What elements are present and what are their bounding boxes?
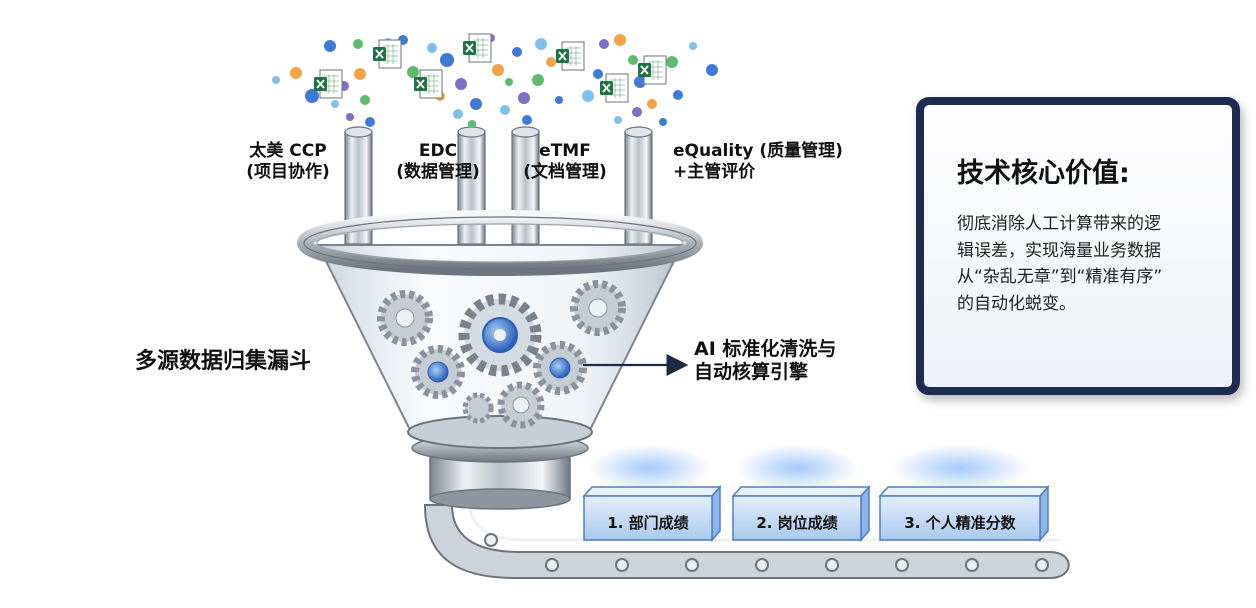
excel-file-icon — [600, 73, 629, 103]
gear-icon — [377, 290, 433, 346]
excel-file-icon — [556, 41, 585, 71]
output-box-individual — [878, 485, 1050, 542]
gear-icon — [570, 280, 626, 336]
value-card-title: 技术核心价值: — [957, 158, 1130, 189]
source-label-edc: EDC (数据管理) — [378, 141, 498, 182]
gear-icon — [533, 341, 587, 395]
gear-icon — [497, 381, 545, 429]
gears — [377, 280, 626, 429]
conveyor-belt — [423, 504, 1070, 579]
source-label-line: +主管评价 — [673, 161, 756, 182]
engine-label-line: AI 标准化清洗与 — [694, 338, 837, 360]
value-card-line: 彻底消除人工计算带来的逻 — [957, 214, 1161, 234]
source-label-line: eTMF — [539, 141, 591, 161]
output-box-department — [582, 485, 722, 542]
source-label-line: (文档管理) — [523, 161, 607, 182]
source-label-etmf: eTMF (文档管理) — [505, 141, 625, 182]
excel-file-icon — [414, 69, 443, 99]
output-label-department: 1. 部门成绩 — [607, 514, 689, 532]
value-card-line: 从“杂乱无章”到“精准有序” — [957, 267, 1163, 288]
value-card-body: 彻底消除人工计算带来的逻 辑误差，实现海量业务数据 从“杂乱无章”到“精准有序”… — [957, 211, 1162, 318]
excel-files — [314, 33, 667, 103]
source-label-ccp: 太美 CCP (项目协作) — [228, 141, 348, 182]
excel-file-icon — [373, 39, 402, 69]
value-card: 技术核心价值: 彻底消除人工计算带来的逻 辑误差，实现海量业务数据 从“杂乱无章… — [916, 97, 1240, 395]
gear-icon — [462, 392, 494, 424]
source-label-line: 太美 CCP — [249, 141, 327, 161]
excel-file-icon — [463, 33, 492, 63]
source-label-line: (项目协作) — [246, 161, 330, 182]
value-card-line: 的自动化蜕变。 — [957, 294, 1076, 315]
source-label-line: EDC — [418, 141, 458, 161]
output-label-position: 2. 岗位成绩 — [756, 514, 838, 532]
excel-file-icon — [638, 55, 667, 85]
source-label-line: eQuality (质量管理) — [673, 141, 843, 161]
excel-file-icon — [314, 69, 343, 99]
source-label-line: (数据管理) — [396, 161, 480, 182]
engine-label: AI 标准化清洗与 自动核算引擎 — [694, 338, 836, 384]
gear-icon — [411, 345, 465, 399]
funnel-title: 多源数据归集漏斗 — [135, 349, 312, 374]
output-label-individual: 3. 个人精准分数 — [904, 514, 1016, 532]
engine-label-line: 自动核算引擎 — [694, 361, 809, 384]
source-label-equality: eQuality (质量管理) +主管评价 — [673, 141, 843, 182]
value-card-line: 辑误差，实现海量业务数据 — [957, 240, 1161, 261]
gear-icon — [458, 293, 542, 377]
output-box-position — [731, 485, 871, 542]
